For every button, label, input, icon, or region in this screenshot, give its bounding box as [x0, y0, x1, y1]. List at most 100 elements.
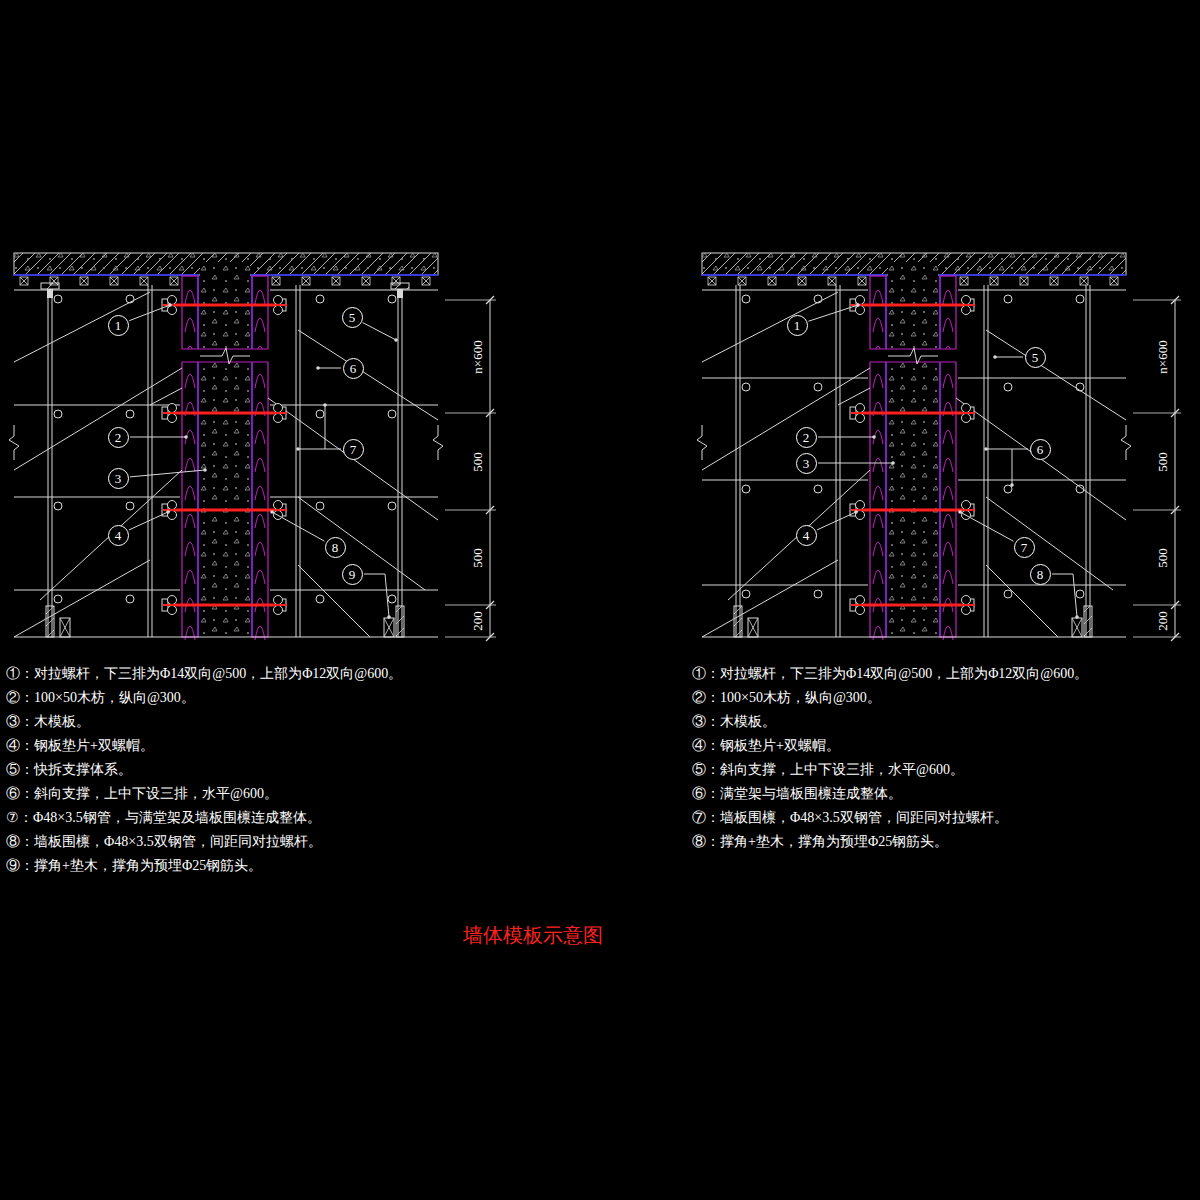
dimension-line [490, 300, 491, 637]
bearer-cross [332, 277, 340, 285]
drawing-title: 墙体模板示意图 [463, 923, 603, 947]
bearer-cross [110, 277, 118, 285]
leader-line [818, 437, 874, 438]
diagonal-brace [150, 388, 182, 405]
timber-arc [185, 514, 195, 528]
scaffold-pole [52, 298, 53, 637]
bearer-section [960, 277, 968, 285]
callout-number: 8 [325, 537, 346, 558]
timber-arc [943, 430, 953, 444]
waler-tube [856, 414, 865, 423]
leader-dot [1075, 615, 1079, 619]
bearer-cross [170, 277, 178, 285]
timber-strip [870, 276, 886, 637]
timber-arc [185, 626, 195, 640]
bearer-cross [170, 277, 178, 285]
diagonal-brace [986, 330, 1126, 420]
callout-number: 2 [796, 427, 817, 448]
timber-arc [873, 514, 883, 528]
timber-arc [873, 570, 883, 584]
dimension-text: 200 [1155, 610, 1171, 632]
dimension-tick [486, 633, 494, 641]
extension-line [1133, 637, 1181, 638]
extension-line [445, 413, 496, 414]
timber-arc [185, 374, 195, 388]
tube-section [742, 485, 750, 493]
bearer-cross [1050, 277, 1058, 285]
base-jack [46, 606, 54, 637]
bearer-cross [20, 277, 28, 285]
callout-number: 9 [342, 564, 363, 585]
leader-dot [323, 403, 327, 407]
bearer-cross [1050, 277, 1058, 285]
top-jack-stem [397, 289, 403, 298]
timber-arc [185, 542, 195, 556]
break-edge [182, 362, 268, 363]
leader-dot [856, 303, 860, 307]
dimension-lines [1133, 296, 1181, 641]
tube-section [316, 502, 324, 510]
diagonal-brace [40, 470, 182, 600]
bearer-cross [302, 277, 310, 285]
break-edge [870, 362, 956, 363]
ledger-tube [14, 496, 180, 497]
bearer-section [1110, 277, 1118, 285]
timber-arc [943, 318, 953, 332]
diagonal-brace [702, 292, 838, 362]
dimension-tick [1171, 296, 1179, 304]
waler-tube [962, 296, 971, 305]
wood-pad [1072, 618, 1082, 637]
extension-line [1133, 300, 1181, 301]
waler-tube [168, 414, 177, 423]
waler-tube [168, 296, 177, 305]
bearer-cross [1110, 277, 1118, 285]
bearer-cross [738, 277, 746, 285]
tie-rod [163, 509, 287, 511]
timber-arc [185, 486, 195, 500]
diagonal-brace [268, 398, 438, 520]
note-text: ⑧：撑角+垫木，撑角为预埋Φ25钢筋头。 [692, 834, 948, 851]
leader-dot [872, 435, 876, 439]
leader-line [325, 405, 326, 449]
note-text: ①：对拉螺杆，下三排为Φ14双向@500，上部为Φ12双向@600。 [6, 666, 402, 683]
timber-arc [943, 514, 953, 528]
timber-arc [185, 458, 195, 472]
ledger-tube [702, 377, 868, 378]
dimension-tick [1171, 409, 1179, 417]
leader-dot [316, 366, 320, 370]
timber-arc [873, 542, 883, 556]
bearer-cross [738, 277, 746, 285]
extension-line [445, 637, 496, 638]
bearer-cross [990, 277, 998, 285]
timber-arc [873, 626, 883, 640]
tube-section [742, 590, 750, 598]
leader-line [364, 574, 389, 617]
leader-dot [984, 447, 988, 451]
extension-line [445, 510, 496, 511]
scaffold-pole [148, 285, 149, 637]
timber-arc [255, 626, 265, 640]
dimension-text: 500 [1155, 547, 1171, 569]
tie-rod [851, 604, 975, 606]
waler-tube [274, 596, 283, 605]
tube-section [54, 502, 62, 510]
waler-tube [856, 296, 865, 305]
base-jack [1084, 606, 1092, 637]
scaffold-pole [1090, 285, 1091, 637]
tube-section [316, 595, 324, 603]
leader-dot [958, 510, 962, 514]
timber-arc [873, 318, 883, 332]
break-symbol [9, 425, 19, 460]
leader-line [363, 323, 396, 340]
leader-line [986, 449, 1028, 450]
leader-dot [166, 510, 170, 514]
leader-dot [203, 468, 207, 472]
note-text: ⑨：撑角+垫木，撑角为预埋Φ25钢筋头。 [6, 858, 262, 875]
wood-pad-cross [748, 618, 758, 637]
callout-number: 8 [1030, 564, 1051, 585]
tube-section [814, 383, 822, 391]
ledger-tube [270, 589, 438, 590]
bearer-cross [1110, 277, 1118, 285]
timber-arc [185, 430, 195, 444]
